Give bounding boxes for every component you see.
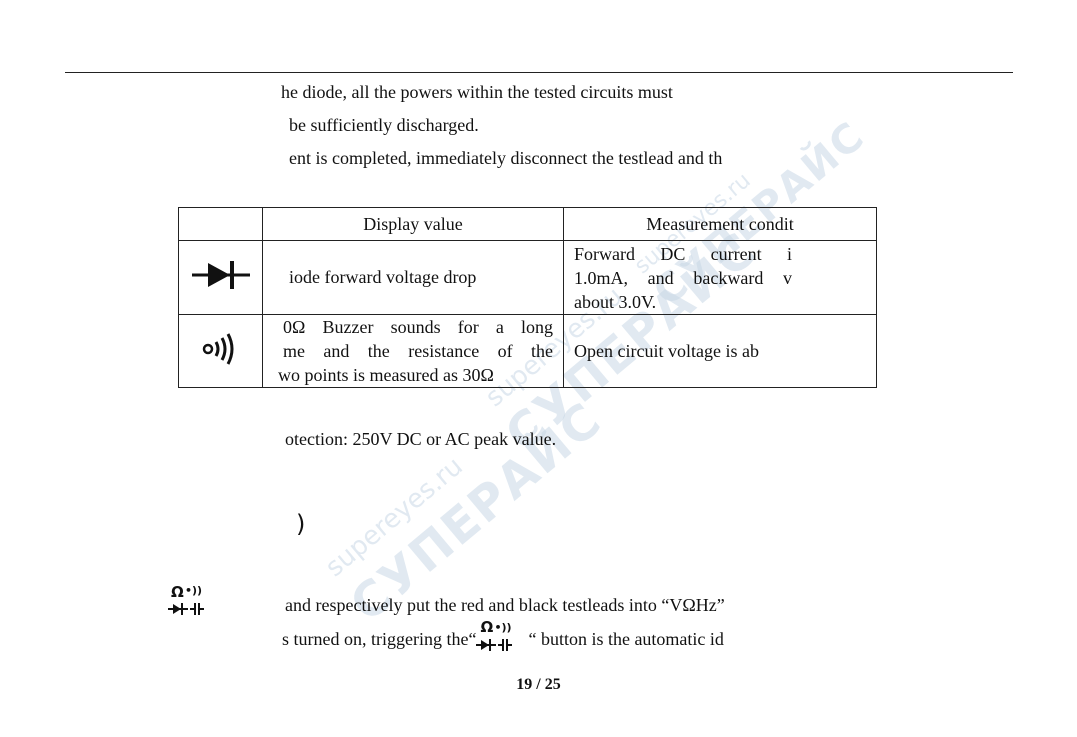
condition-line: 1.0mA, and backward v bbox=[574, 267, 792, 288]
paren-mark: ) bbox=[296, 510, 306, 538]
table-header-row: Display value Measurement condit bbox=[178, 207, 877, 241]
condition-cell: Forward DC current i 1.0mA, and backward… bbox=[563, 240, 877, 315]
diode-capacitor-icon bbox=[476, 635, 516, 657]
function-button-icon: Ω •)) bbox=[476, 618, 528, 651]
instruction-text: “ button is the automatic id bbox=[528, 629, 724, 649]
buzzer-icon: •)) bbox=[494, 621, 512, 634]
paragraph-line: he diode, all the powers within the test… bbox=[281, 82, 673, 102]
protection-text: otection: 250V DC or AC peak value. bbox=[285, 429, 557, 449]
display-line: 0Ω Buzzer sounds for a long bbox=[283, 317, 553, 337]
condition-line: Forward DC current i bbox=[574, 243, 792, 264]
paragraph-line: be sufficiently discharged. bbox=[289, 115, 479, 135]
display-line: me and the resistance of the bbox=[283, 341, 553, 361]
table-icon-cell bbox=[178, 240, 263, 315]
buzzer-icon bbox=[201, 332, 241, 371]
display-line: wo points is measured as 30Ω bbox=[278, 365, 494, 385]
diode-icon bbox=[190, 261, 252, 296]
ohm-icon: Ω bbox=[171, 583, 184, 601]
table-header-cell: Display value bbox=[262, 207, 564, 241]
condition-line: about 3.0V. bbox=[574, 291, 657, 312]
paragraph-line: ent is completed, immediately disconnect… bbox=[289, 148, 723, 168]
header-rule bbox=[65, 72, 1013, 73]
diode-capacitor-icon bbox=[168, 602, 208, 621]
page-number: 19 / 25 bbox=[516, 676, 561, 693]
ohm-icon: Ω bbox=[480, 618, 494, 636]
instruction-line: and respectively put the red and black t… bbox=[285, 595, 725, 615]
buzzer-icon: •)) bbox=[185, 584, 203, 597]
instruction-line: s turned on, triggering the“ Ω •)) “ but… bbox=[282, 618, 724, 651]
function-switch-icon: Ω •)) bbox=[168, 583, 212, 619]
table-row: iode forward voltage drop Forward DC cur… bbox=[178, 240, 877, 315]
spec-table: Display value Measurement condit iode fo… bbox=[178, 207, 877, 388]
table-row: 0Ω Buzzer sounds for a long me and the r… bbox=[178, 314, 877, 388]
display-value-cell: 0Ω Buzzer sounds for a long me and the r… bbox=[262, 314, 564, 388]
instruction-text: s turned on, triggering the“ bbox=[282, 629, 477, 649]
display-value-cell: iode forward voltage drop bbox=[262, 240, 564, 315]
condition-cell: Open circuit voltage is ab bbox=[563, 314, 877, 388]
table-icon-cell bbox=[178, 314, 263, 388]
table-header-cell bbox=[178, 207, 263, 241]
table-header-cell: Measurement condit bbox=[563, 207, 877, 241]
